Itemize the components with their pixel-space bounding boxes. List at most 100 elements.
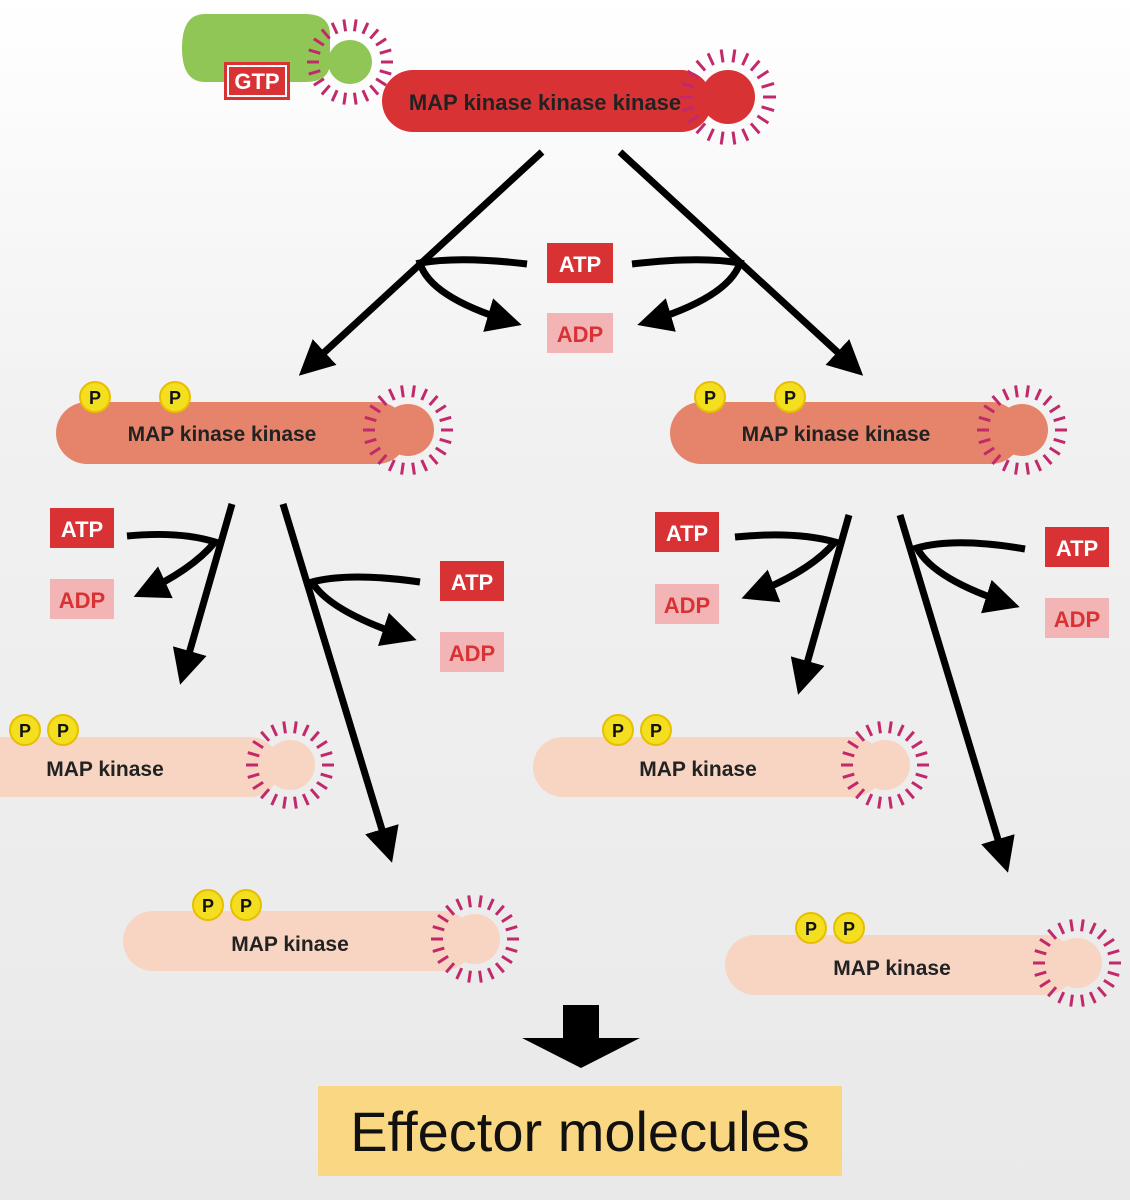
active-site-ray <box>313 77 325 87</box>
active-site-rays <box>977 385 1067 475</box>
active-site-ray <box>978 437 991 445</box>
active-site-ray <box>1001 388 1010 401</box>
svg-text:P: P <box>57 721 69 741</box>
active-site-ray <box>342 92 348 105</box>
active-site-rays <box>1033 919 1121 1007</box>
active-site-rays <box>680 49 776 145</box>
active-site-ray <box>369 404 382 414</box>
active-site-ray <box>1057 922 1066 935</box>
active-site-ray <box>1096 928 1107 940</box>
active-site-ray <box>309 730 320 742</box>
active-site-ray <box>847 739 859 749</box>
mapkk-left-protein: MAP kinase kinase <box>56 385 453 475</box>
active-site-ray <box>1034 949 1047 956</box>
mapkk-right-label: MAP kinase kinase <box>742 423 931 446</box>
svg-text:P: P <box>843 919 855 939</box>
active-site-ray <box>915 751 928 758</box>
active-site-ray <box>719 49 725 63</box>
arrows-level-2 <box>126 502 1026 873</box>
atp-adp-curve <box>306 573 421 646</box>
active-site-ray <box>308 48 321 55</box>
active-site-ray <box>888 796 893 809</box>
active-site-ray <box>1103 979 1115 989</box>
active-site-ray <box>865 724 874 737</box>
active-site-ray <box>320 84 331 96</box>
active-site-ray <box>1088 991 1097 1004</box>
active-site-ray <box>1025 462 1030 475</box>
active-site-ray <box>505 925 518 932</box>
phosphate-icon: P <box>47 714 79 746</box>
active-site-ray <box>270 793 279 806</box>
mapk-protein-2: MAP kinase <box>123 895 519 983</box>
active-site-ray <box>293 721 298 734</box>
active-site-ray <box>437 913 449 923</box>
active-site-ray <box>247 751 260 758</box>
active-site-ray <box>282 796 287 809</box>
active-site-ray <box>478 895 483 908</box>
active-site-ray <box>731 49 737 63</box>
phosphate-icon: P <box>833 912 865 944</box>
active-site-ray <box>991 395 1002 407</box>
svg-text:ADP: ADP <box>557 322 603 347</box>
active-site-ray <box>501 955 513 965</box>
active-site-ray <box>400 385 405 398</box>
active-site-ray <box>387 459 396 472</box>
active-site-ray <box>369 84 380 96</box>
active-site-ray <box>420 388 429 401</box>
active-site-ray <box>437 955 449 965</box>
mapkkk-protein: MAP kinase kinase kinase <box>382 49 776 145</box>
atp-adp-curve <box>734 531 842 603</box>
atp-adp-curve-left <box>415 256 528 332</box>
active-site-ray <box>293 796 298 809</box>
active-site-ray <box>377 395 388 407</box>
phosphate-icon: P <box>79 381 111 413</box>
active-site-ray <box>260 788 271 800</box>
active-site-ray <box>1107 970 1120 977</box>
active-site-ray <box>904 788 915 800</box>
phosphate-icon: P <box>602 714 634 746</box>
active-site-ray <box>1053 437 1066 445</box>
svg-text:P: P <box>805 919 817 939</box>
active-site-ray <box>432 925 445 932</box>
active-site-ray <box>756 114 770 125</box>
active-site-ray <box>330 22 339 35</box>
adp-label: ADP <box>655 584 719 624</box>
active-site-ray <box>731 131 737 145</box>
active-site-ray <box>842 751 855 758</box>
atp-label: ATP <box>1045 527 1109 567</box>
active-site-ray <box>847 781 859 791</box>
active-site-ray <box>411 462 416 475</box>
active-site-ray <box>379 48 392 55</box>
active-site-ray <box>455 898 464 911</box>
active-site-ray <box>420 459 429 472</box>
active-site-ray <box>364 415 377 423</box>
active-site-ray <box>252 739 264 749</box>
active-site-ray <box>741 128 750 142</box>
active-site-ray <box>387 388 396 401</box>
svg-text:ATP: ATP <box>559 252 601 277</box>
active-site-ray <box>1042 395 1053 407</box>
active-site-ray <box>309 788 320 800</box>
active-site-ray <box>1080 919 1085 932</box>
active-site-ray <box>1107 949 1120 956</box>
active-site-ray <box>749 122 761 135</box>
down-arrow-icon <box>522 1005 640 1068</box>
active-site-ray <box>247 772 260 779</box>
active-site-ray <box>428 453 439 465</box>
phosphate-icon: P <box>640 714 672 746</box>
svg-text:MAP kinase: MAP kinase <box>46 758 164 781</box>
active-site-ray <box>1047 928 1058 940</box>
active-site-rays <box>307 19 393 105</box>
active-site-ray <box>411 385 416 398</box>
active-site-ray <box>681 105 695 112</box>
adp-label: ADP <box>440 632 504 672</box>
active-site-ray <box>316 739 328 749</box>
active-site-ray <box>681 82 695 89</box>
svg-text:P: P <box>784 388 796 408</box>
mapk-protein-1: MAP kinase <box>0 721 334 809</box>
atp-label: ATP <box>655 512 719 552</box>
active-site-ray <box>695 122 707 135</box>
active-site-ray <box>1088 922 1097 935</box>
adp-label: ADP <box>1045 598 1109 638</box>
active-site-ray <box>369 28 380 40</box>
